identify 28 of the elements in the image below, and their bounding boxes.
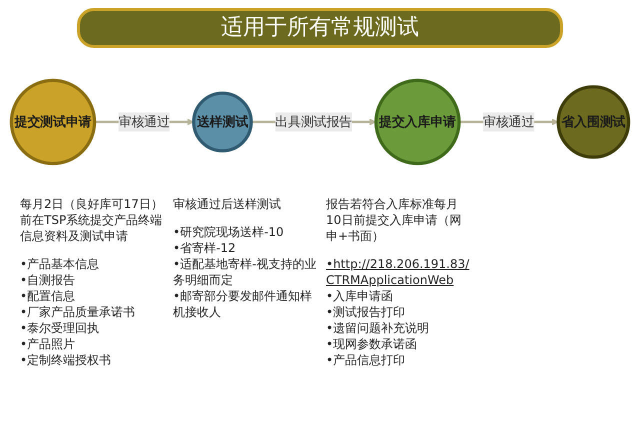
step-description: 每月2日（良好库可17日）前在TSP系统提交产品终端信息资料及测试申请	[20, 196, 164, 244]
node-circle: 提交入库申请	[374, 78, 461, 166]
list-item: •适配基地寄样-视支持的业务明细而定	[173, 256, 318, 288]
list-item: •研究院现场送样-10	[173, 224, 285, 240]
list-item: •产品照片	[20, 336, 76, 352]
list-item: •厂家产品质量承诺书	[20, 304, 136, 320]
list-item: •省寄样-12	[173, 240, 237, 256]
list-item: •现网参数承诺函	[326, 336, 418, 352]
list-item: •入库申请函	[326, 288, 394, 304]
edge-label: 审核通过	[483, 114, 534, 130]
url-text: •http://218.206.191.83/CTRMApplicationWeb	[326, 256, 470, 288]
list-item: •测试报告打印	[326, 304, 406, 320]
list-item: •定制终端授权书	[20, 352, 112, 368]
title-banner: 适用于所有常规测试	[77, 8, 563, 48]
list-item: •邮寄部分要发邮件通知样机接收人	[173, 288, 314, 320]
list-item: •遗留问题补充说明	[326, 320, 430, 336]
list-item: •自测报告	[20, 272, 76, 288]
step-description: 审核通过后送样测试	[173, 196, 282, 212]
list-item: •配置信息	[20, 288, 76, 304]
list-item: •泰尔受理回执	[20, 320, 100, 336]
node-circle: 省入围测试	[556, 85, 630, 159]
list-item: •产品信息打印	[326, 352, 406, 368]
node-circle: 提交测试申请	[10, 78, 96, 166]
node-circle: 送样测试	[192, 92, 253, 152]
step-description: 报告若符合入库标准每月10日前提交入库申请（网申+书面）	[326, 196, 462, 244]
list-item: •产品基本信息	[20, 256, 100, 272]
edge-label: 审核通过	[118, 114, 170, 130]
edge-label: 出具测试报告	[275, 114, 352, 130]
